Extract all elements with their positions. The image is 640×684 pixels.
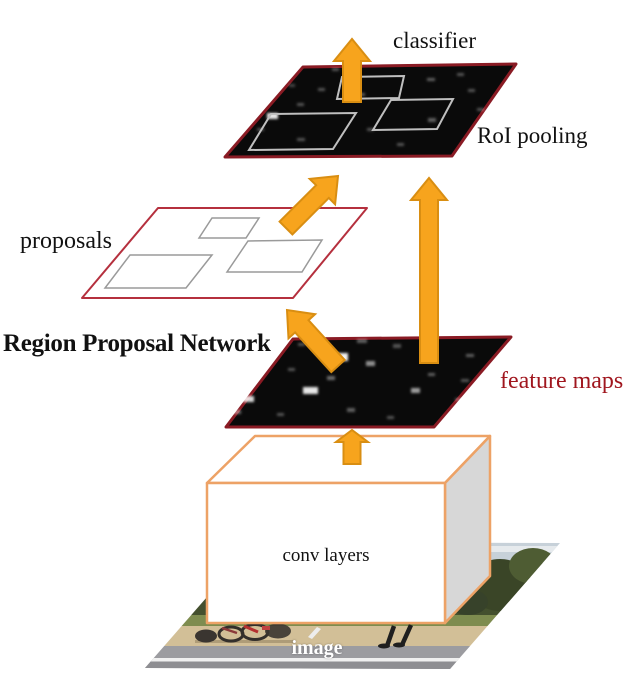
activation-dot — [366, 361, 375, 366]
label-feature-maps: feature maps — [500, 368, 624, 394]
label-proposals: proposals — [20, 228, 112, 254]
label-roi-pooling: RoI pooling — [477, 123, 588, 148]
activation-dot — [477, 108, 484, 111]
label-classifier: classifier — [393, 28, 477, 53]
activation-dot — [267, 348, 275, 352]
activation-dot — [428, 118, 436, 122]
photo-road-line — [145, 658, 560, 662]
proposal-box — [225, 239, 324, 273]
activation-dot — [303, 387, 318, 394]
bicycle-wheel — [265, 623, 291, 639]
activation-dot — [347, 408, 355, 412]
pedestrian-leg — [399, 624, 414, 646]
activation-dot — [297, 138, 305, 141]
arrow-feature-maps-to-roi-pooling — [408, 176, 450, 364]
pedestrian-leg — [384, 625, 397, 647]
photo-road-lower — [145, 661, 560, 669]
proposals-plane — [81, 207, 368, 299]
activation-dot — [397, 143, 404, 146]
bicycle-frame — [262, 626, 270, 630]
arrow-feature-maps-to-rpn — [285, 308, 347, 374]
activation-dot — [461, 379, 469, 382]
roi-box — [247, 111, 358, 152]
activation-dot — [233, 410, 241, 414]
label-region-proposal-network: Region Proposal Network — [3, 330, 271, 357]
activation-dot — [267, 113, 278, 119]
photo-bike-shadow — [195, 640, 295, 643]
arrow-proposals-to-roi-pooling — [278, 174, 340, 236]
activation-dot — [455, 398, 462, 401]
activation-dot — [387, 416, 394, 419]
activation-dot — [298, 343, 305, 346]
arrow-roi-pooling-to-classifier — [331, 37, 373, 103]
roi-pooling-layer — [223, 62, 518, 159]
proposals-layer — [81, 207, 368, 299]
activation-dot — [411, 388, 420, 393]
activation-dot — [428, 373, 435, 376]
activation-dot — [277, 413, 284, 416]
activation-dot — [468, 89, 475, 92]
label-conv-layers: conv layers — [282, 545, 370, 566]
activation-dot — [243, 396, 254, 402]
activation-dot — [318, 88, 325, 91]
activation-dot — [288, 368, 295, 371]
activation-dot — [327, 376, 335, 380]
conv-box-front-face — [205, 481, 447, 625]
roi-box — [335, 74, 406, 101]
bicycle-frame — [221, 626, 238, 635]
activation-dot — [457, 73, 464, 76]
bicycle-wheel — [195, 629, 217, 643]
proposal-box — [197, 217, 261, 239]
roi-pooling-plane — [223, 62, 518, 159]
activation-dot — [357, 339, 367, 343]
pedestrian-foot — [393, 642, 405, 648]
activation-dot — [466, 354, 474, 357]
activation-dot — [427, 78, 435, 81]
roi-boxes — [247, 74, 455, 152]
activation-dot — [367, 128, 374, 131]
arrow-conv-to-feature-maps — [333, 428, 371, 465]
proposal-box — [103, 254, 214, 289]
bicycle-frame — [243, 624, 259, 634]
roi-box — [371, 97, 455, 132]
proposal-boxes — [103, 217, 324, 289]
activation-dot — [332, 68, 339, 71]
activation-dot — [297, 103, 304, 106]
label-image: image — [291, 637, 343, 659]
photo-tree-blob — [509, 548, 557, 584]
photo-road-dash — [308, 627, 321, 639]
activation-dot — [393, 344, 401, 348]
activation-dot — [289, 84, 295, 87]
pedestrian-foot — [378, 643, 390, 649]
